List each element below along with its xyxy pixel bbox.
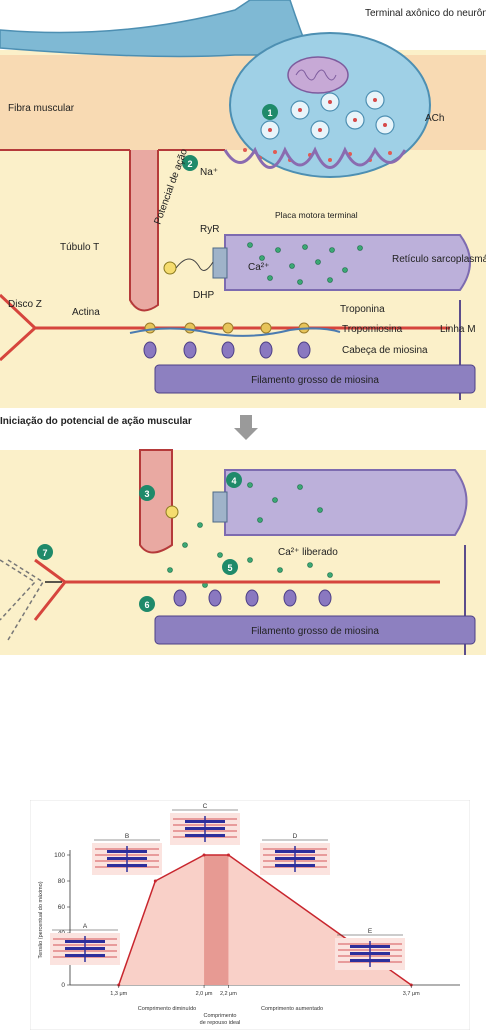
y-tick-label: 60 (58, 904, 66, 911)
step-2-marker (182, 155, 198, 171)
sarcomere-panel-e: E (335, 928, 405, 970)
shortened-label: Comprimento diminuído (138, 1006, 196, 1012)
x-tick-label: 1,3 μm (110, 991, 127, 997)
na-label: Na⁺ (200, 167, 218, 178)
ryr-channel (212, 247, 228, 279)
muscle-fiber-label: Fibra muscular (8, 103, 75, 114)
mitochondrion (287, 56, 349, 94)
ca-released-label: Ca²⁺ liberado (278, 547, 338, 558)
sarcomere-panel-c: C (170, 803, 240, 845)
x-tick-label: 2,2 μm (220, 991, 237, 997)
panel-label: D (293, 833, 298, 840)
muscle-excitation-diagram: 1 2 Terminal axônico do neurônio motor s… (0, 0, 486, 655)
thick-filament-label: Filamento grosso de miosina (251, 375, 379, 386)
curve-point (153, 879, 157, 883)
z-disk-label: Disco Z (8, 299, 42, 310)
m-line-label: Linha M (440, 324, 476, 335)
x-tick-label: 3,7 μm (403, 991, 420, 997)
length-tension-graph: Tensão (percentual do máximo) 0204060801… (30, 800, 470, 1030)
panel-label: B (125, 833, 129, 840)
y-axis-label: Tensão (percentual do máximo) (38, 881, 44, 958)
thick-filament-bottom (154, 615, 476, 645)
svg-text:3: 3 (144, 489, 149, 499)
curve-point (202, 853, 206, 857)
y-tick-label: 100 (54, 852, 65, 859)
svg-text:6: 6 (144, 600, 149, 610)
ryr-label: RyR (200, 224, 219, 235)
svg-text:2: 2 (187, 159, 192, 169)
caption: Iniciação do potencial de ação muscular (0, 416, 192, 427)
dhp-receptor (163, 261, 177, 275)
x-tick-label: 2,0 μm (196, 991, 213, 997)
svg-text:7: 7 (42, 548, 47, 558)
y-tick-label: 80 (58, 878, 66, 885)
sarcomere-panel-a: A (50, 923, 120, 965)
panel-label: E (368, 928, 373, 935)
end-plate-folds (223, 146, 407, 169)
optimal-length-band (204, 855, 229, 985)
actin-label: Actina (72, 307, 100, 318)
down-arrow-icon (234, 415, 258, 440)
axon-label: Terminal axônico do neurônio motor somát… (365, 8, 486, 19)
panel-label: A (83, 923, 88, 930)
sarcomere-panel-d: D (260, 833, 330, 875)
dhp-label: DHP (193, 290, 214, 301)
rest-label-2: de repouso ideal (200, 1020, 241, 1026)
ach-label: ACh (425, 113, 444, 124)
panel-label: C (203, 803, 208, 810)
thick-filament-label-bottom: Filamento grosso de miosina (251, 626, 379, 637)
step-markers-bottom: 3 4 5 6 7 (37, 472, 242, 612)
ca-label: Ca²⁺ (248, 262, 269, 273)
svg-text:1: 1 (267, 108, 272, 118)
lengthened-label: Comprimento aumentado (261, 1006, 323, 1012)
step-1-marker (262, 104, 278, 120)
thick-filament (154, 364, 476, 394)
myosin-head-label: Cabeça de miosina (342, 345, 428, 356)
tropomyosin-label: Tropomiosina (342, 324, 403, 335)
rest-label-1: Comprimento (203, 1013, 236, 1019)
curve-point (226, 853, 230, 857)
svg-text:5: 5 (227, 563, 232, 573)
svg-text:4: 4 (231, 476, 236, 486)
y-tick-label: 0 (61, 982, 65, 989)
sarcomere-panel-b: B (92, 833, 162, 875)
axon (0, 0, 312, 58)
sarcoplasmic-reticulum (224, 234, 471, 291)
t-tubule-label: Túbulo T (60, 242, 99, 253)
end-plate-label: Placa motora terminal (275, 210, 358, 220)
troponin-label: Troponina (340, 304, 385, 315)
sr-label: Retículo sarcoplasmático (392, 254, 486, 265)
